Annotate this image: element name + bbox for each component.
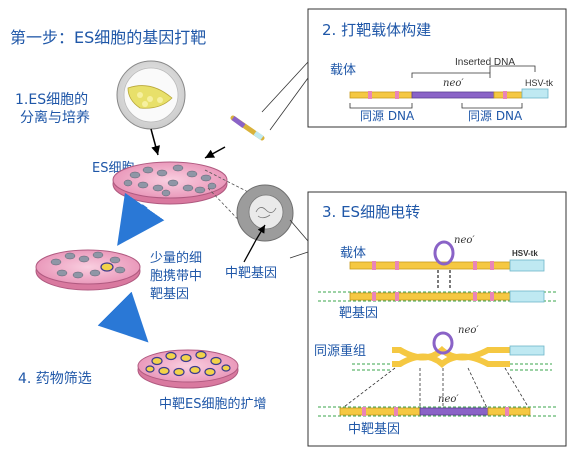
few-cells-line3: 靶基因: [150, 287, 189, 302]
hit-gene-label: 中靶基因: [225, 266, 277, 281]
target-gene-bar: [318, 290, 556, 303]
target-gene-label: 靶基因: [339, 306, 378, 321]
pointer-hit-gene: [243, 239, 257, 263]
few-cells-line2: 胞携带中: [150, 268, 202, 284]
arrow-pipette: [204, 146, 226, 159]
pipette-icon: [230, 115, 265, 141]
panel3-hit-gene-label: 中靶基因: [348, 422, 400, 437]
blastocyst-icon: [116, 60, 186, 130]
expansion-label: 中靶ES细胞的扩增: [159, 396, 266, 412]
homo-dna-right: 同源 DNA: [468, 109, 523, 123]
few-cells-line1: 少量的细: [150, 250, 202, 266]
main-title: 第一步：ES细胞的基因打靶: [10, 28, 206, 47]
panel2-neo-label: neo′: [443, 78, 464, 89]
neo-bracket: [411, 72, 491, 78]
panel3-title: 3. ES细胞电转: [322, 203, 420, 221]
panel3-neo-result-label: neo′: [438, 394, 459, 405]
dish-expansion: [137, 349, 239, 389]
hit-gene-bar: [318, 406, 556, 417]
dish-few-cells: [35, 249, 141, 291]
inserted-dna-label: Inserted DNA: [455, 57, 515, 68]
arrow-to-dish: [150, 128, 161, 156]
recombination-cross: [352, 331, 552, 371]
panel-vector-construction: [307, 8, 567, 128]
step-arrow-2: [97, 291, 149, 343]
step1-line1: 1.ES细胞的: [15, 92, 88, 108]
zoomed-cell-icon: [236, 184, 294, 242]
panel3-neo2-label: neo′: [458, 325, 479, 336]
panel2-title: 2. 打靶载体构建: [322, 21, 431, 39]
step-arrow-1: [117, 192, 165, 246]
step1-line2: 分离与培养: [20, 109, 90, 126]
vector-loop-bar: [349, 240, 545, 272]
panel2-vector-label: 载体: [330, 63, 356, 78]
panel3-neo-label: neo′: [454, 235, 475, 246]
vector-bar: [349, 88, 549, 99]
panel3-hsv-label: HSV-tk: [512, 249, 538, 258]
recomb-label: 同源重组: [314, 343, 366, 359]
dish-es-cells: [112, 161, 228, 205]
panel3-vector-label: 载体: [340, 246, 366, 261]
panel-electroporation: [307, 191, 567, 447]
homo-dna-left: 同源 DNA: [360, 109, 415, 123]
drug-selection-label: 4. 药物筛选: [18, 371, 92, 387]
panel2-hsv-label: HSV-tk: [525, 78, 554, 88]
